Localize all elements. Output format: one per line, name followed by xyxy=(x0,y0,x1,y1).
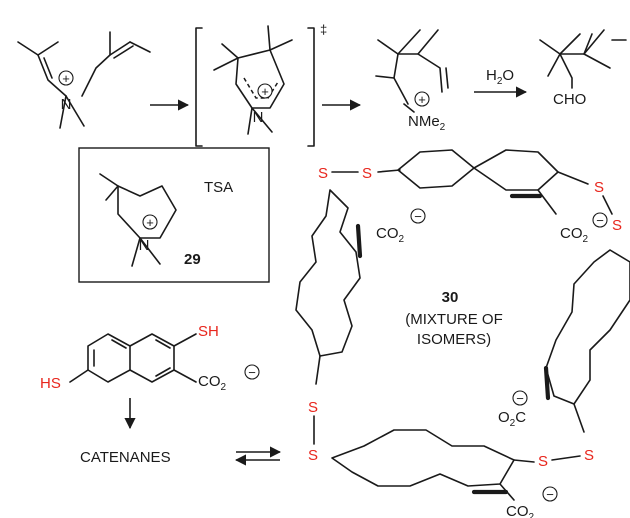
carboxylate-bottom: CO2 xyxy=(506,503,535,518)
sulfur-bottom-right-1: S xyxy=(584,447,594,464)
compound-29-label: 29 xyxy=(184,251,201,268)
dithiol-negative-label: − xyxy=(248,365,256,380)
iminium-group: NMe2 xyxy=(408,113,446,133)
macrocycle-30: S S S S CO2 − S S CO2 − S S O2C − CO2 xyxy=(295,149,630,518)
ts-n-atom: N xyxy=(253,109,264,126)
negative-bottom-ring xyxy=(542,486,558,502)
starting-ammonium: N + xyxy=(17,31,151,129)
aldehyde-product: CHO xyxy=(539,29,627,108)
carboxylate-top: CO2 xyxy=(560,225,589,245)
sulfur-top-2: S xyxy=(318,165,328,182)
sulfur-left-1: S xyxy=(308,399,318,416)
negative-left-label: − xyxy=(414,209,422,224)
negative-left-ring xyxy=(410,208,426,224)
iminium-positive-ring xyxy=(414,91,430,107)
negative-bottom-label: − xyxy=(546,487,554,502)
naphthalene-dithiol: SH HS CO2 − xyxy=(40,323,260,393)
tsa-positive-ring xyxy=(142,214,158,230)
positive-charge-label: + xyxy=(62,71,70,86)
negative-right-label: − xyxy=(516,391,524,406)
positive-charge-ring xyxy=(58,70,74,86)
carboxylate-left: CO2 xyxy=(376,225,405,245)
tsa-n-atom: N xyxy=(139,237,150,254)
ts-positive-label: + xyxy=(261,84,269,99)
sulfur-bottom-right-2: S xyxy=(538,453,548,470)
sulfur-top-1: S xyxy=(362,165,372,182)
ts-positive-ring xyxy=(257,83,273,99)
n-atom-label: N xyxy=(61,96,72,113)
thiol-left-label: HS xyxy=(40,375,61,392)
sulfur-right-1: S xyxy=(594,179,604,196)
aldehyde-label: CHO xyxy=(553,91,586,108)
ts-double-dagger: ‡ xyxy=(320,22,327,37)
negative-right-ring xyxy=(512,390,528,406)
dithiol-negative-ring xyxy=(244,364,260,380)
iminium-positive-label: + xyxy=(418,92,426,107)
mixture-line-2: ISOMERS) xyxy=(417,331,491,348)
transition-state: ‡ N + xyxy=(195,22,327,147)
mixture-line-1: (MIXTURE OF xyxy=(405,311,503,328)
water-reagent: H2O xyxy=(486,67,514,87)
carboxylate-right: O2C xyxy=(498,409,526,429)
sulfur-right-2: S xyxy=(612,217,622,234)
compound-30-label: 30 xyxy=(442,289,459,306)
sulfur-left-2: S xyxy=(308,447,318,464)
iminium-product: NMe2 + xyxy=(375,29,449,133)
tsa-label: TSA xyxy=(204,179,233,196)
dithiol-carboxylate: CO2 xyxy=(198,373,227,393)
tsa-positive-label: + xyxy=(146,215,154,230)
negative-top-ring xyxy=(592,212,608,228)
catenanes-label: CATENANES xyxy=(80,449,171,466)
negative-top-label: − xyxy=(596,213,604,228)
tsa-box: TSA N + 29 xyxy=(78,147,270,283)
thiol-right-label: SH xyxy=(198,323,219,340)
